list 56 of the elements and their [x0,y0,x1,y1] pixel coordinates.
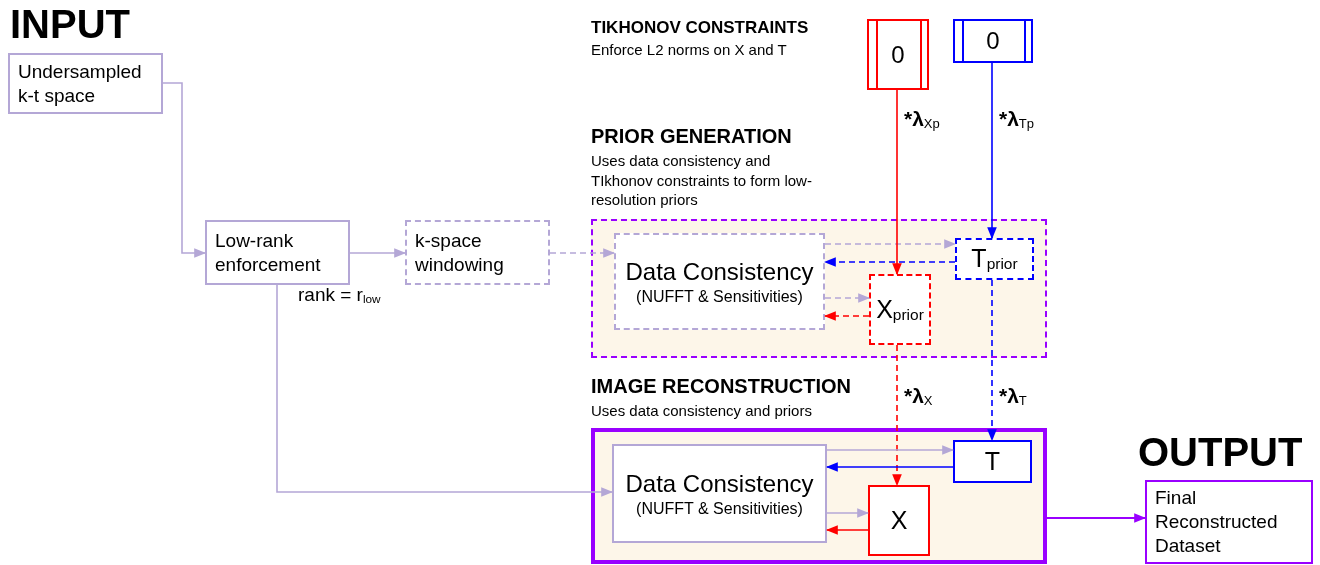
node-label: Data Consistency [625,256,814,287]
arrow [349,248,407,258]
section-heading: PRIOR GENERATION [591,125,792,147]
node-caption: rank = r$_{low}$ [298,284,381,306]
section-title: INPUT [10,2,130,46]
constraint-box [867,19,929,90]
node-label: Undersampled k-t space [18,59,143,108]
constraint-box [953,19,1033,63]
arrow [987,62,997,240]
node-label: k-space windowing [415,228,505,277]
process-box [612,444,827,543]
arrow [825,525,869,535]
section-heading: IMAGE RECONSTRUCTION [591,375,851,397]
process-box [205,220,350,285]
edge-label: *λ$_{T}$ [999,385,1027,407]
arrow [824,239,957,249]
arrow [823,311,870,321]
section-description: Enforce L2 norms on X and T [591,42,787,59]
arrow [162,82,207,258]
process-box [405,220,550,285]
section-description: Uses data consistency and TIkhonov constraints to form low-resolution priors [591,151,813,210]
edge-label: *λ$_{Xp}$ [904,108,940,130]
process-box [8,53,163,114]
edge-label: *λ$_{Tp}$ [999,108,1035,130]
node-label: 0 [891,39,905,70]
arrow [276,284,614,497]
section-title: OUTPUT [1138,430,1303,474]
node-label: (NUFFT & Sensitivities) [636,498,803,519]
arrow [823,257,956,267]
variable-box [868,485,930,556]
process-box [1145,480,1313,564]
node-label: T$_{prior}$ [971,243,1018,275]
process-box [614,233,825,330]
node-label: Data Consistency [625,468,814,499]
arrow [1046,513,1147,523]
node-label: 0 [986,26,1000,56]
edge-label: *λ$_{X}$ [904,385,933,407]
arrow [549,248,616,258]
node-label: Final Reconstructed Dataset [1155,486,1279,558]
arrow [892,344,902,487]
arrow [826,445,955,455]
arrow [987,279,997,442]
arrow [892,89,902,276]
node-label: X [890,504,908,536]
arrow [824,293,871,303]
variable-box [955,238,1034,280]
arrow [825,462,954,472]
node-label: X$_{prior}$ [876,293,924,326]
variable-box [869,274,931,345]
section-description: Uses data consistency and priors [591,401,813,421]
node-label: T [984,445,1001,477]
node-label: (NUFFT & Sensitivities) [636,286,803,307]
variable-box [953,440,1032,483]
node-label: Low-rank enforcement [215,228,322,277]
section-heading: TIKHONOV CONSTRAINTS [591,19,809,38]
arrow [826,508,870,518]
